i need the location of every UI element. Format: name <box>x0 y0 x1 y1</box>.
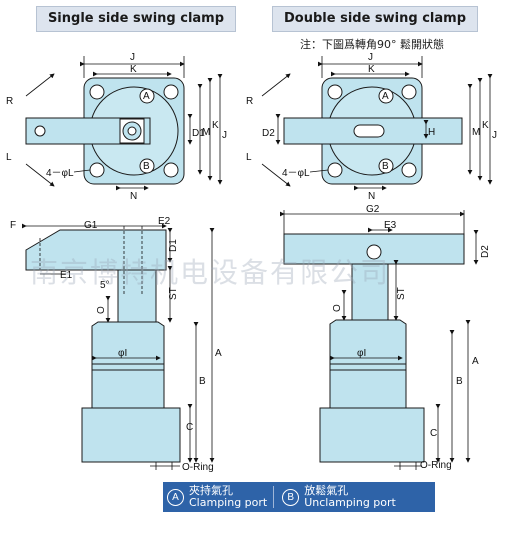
double-top-view <box>283 77 463 185</box>
legend-divider <box>273 486 275 508</box>
watermark-text: 南京博特机电设备有限公司 <box>30 256 390 289</box>
single-front-arm <box>25 229 167 271</box>
single-label-g1: G1 <box>84 220 98 231</box>
double-front-base <box>319 407 425 463</box>
single-label-oring: O-Ring <box>182 462 214 473</box>
single-label-j: J <box>130 52 135 63</box>
unclamping-port-cn: 放鬆氣孔 <box>304 484 349 497</box>
mount-hole-bl <box>89 162 105 178</box>
double-label-h: H <box>428 127 435 138</box>
single-label-f: F <box>10 220 16 231</box>
double-front-view <box>283 233 465 463</box>
single-label-l: L <box>6 152 12 163</box>
single-label-m: M <box>202 127 210 138</box>
single-top-view <box>25 77 185 185</box>
single-clamp-title: Single side swing clamp <box>36 6 236 32</box>
double-label-d2: D2 <box>262 128 275 139</box>
single-label-b: B <box>199 376 206 387</box>
double-label-a: A <box>472 356 479 367</box>
single-label-d1: D1 <box>192 128 205 139</box>
double-label-oring: O-Ring <box>420 460 452 471</box>
single-port-b: B <box>143 161 150 172</box>
single-label-n: N <box>130 191 137 202</box>
single-label-e2: E2 <box>158 216 171 227</box>
mount-hole-br <box>163 162 179 178</box>
single-label-st: ST <box>168 287 179 300</box>
single-label-e1: E1 <box>60 270 73 281</box>
double-label-phi-i: φI <box>357 348 366 359</box>
clamping-port-cn: 夾持氣孔 <box>189 484 233 497</box>
single-label-angle: 5° <box>100 280 110 291</box>
mount-hole-tl <box>89 84 105 100</box>
double-label-k2: K <box>482 120 489 131</box>
single-port-a: A <box>143 91 150 102</box>
double-port-b: B <box>382 161 389 172</box>
double-label-c: C <box>430 428 437 439</box>
single-front-body <box>91 321 165 409</box>
single-label-a: A <box>215 348 222 359</box>
port-legend: A 夾持氣孔 Clamping port B 放鬆氣孔 Unclamping p… <box>163 482 435 512</box>
double-label-r: R <box>246 96 253 107</box>
double-hole-label: 4－φL <box>282 168 310 179</box>
double-label-e3: E3 <box>384 220 397 231</box>
single-label-d1-front: D1 <box>168 239 179 252</box>
rotation-note: 注：下圖爲轉角90° 鬆開狀態 <box>300 38 444 51</box>
mount-hole-tr <box>163 84 179 100</box>
double-label-l: L <box>246 152 252 163</box>
unclamping-port-symbol: B <box>282 488 300 506</box>
single-label-k2: K <box>212 120 219 131</box>
legend-clamping-port: A 夾持氣孔 Clamping port <box>163 482 267 512</box>
single-front-view <box>25 229 181 463</box>
single-label-c: C <box>186 422 193 433</box>
single-label-j2: J <box>222 130 227 141</box>
double-label-st: ST <box>396 287 407 300</box>
double-label-g2: G2 <box>366 204 380 215</box>
double-label-j2: J <box>492 130 497 141</box>
double-label-d2-front: D2 <box>480 245 491 258</box>
clamping-port-symbol: A <box>167 488 184 506</box>
single-label-k: K <box>130 64 137 75</box>
unclamping-port-en: Unclamping port <box>304 496 396 509</box>
single-front-base <box>81 407 181 463</box>
double-label-b: B <box>456 376 463 387</box>
double-label-m: M <box>472 127 480 138</box>
double-arm <box>283 117 463 145</box>
single-label-r: R <box>6 96 13 107</box>
single-label-o: O <box>96 306 107 314</box>
single-hole-label: 4－φL <box>46 168 74 179</box>
double-clamp-title: Double side swing clamp <box>272 6 478 32</box>
single-label-phi-i: φI <box>118 348 127 359</box>
double-label-n: N <box>368 191 375 202</box>
double-label-o: O <box>332 304 343 312</box>
clamping-port-en: Clamping port <box>189 496 268 509</box>
legend-unclamping-port: B 放鬆氣孔 Unclamping port <box>278 482 396 512</box>
double-port-a: A <box>382 91 389 102</box>
double-label-j: J <box>368 52 373 63</box>
double-label-k: K <box>368 64 375 75</box>
